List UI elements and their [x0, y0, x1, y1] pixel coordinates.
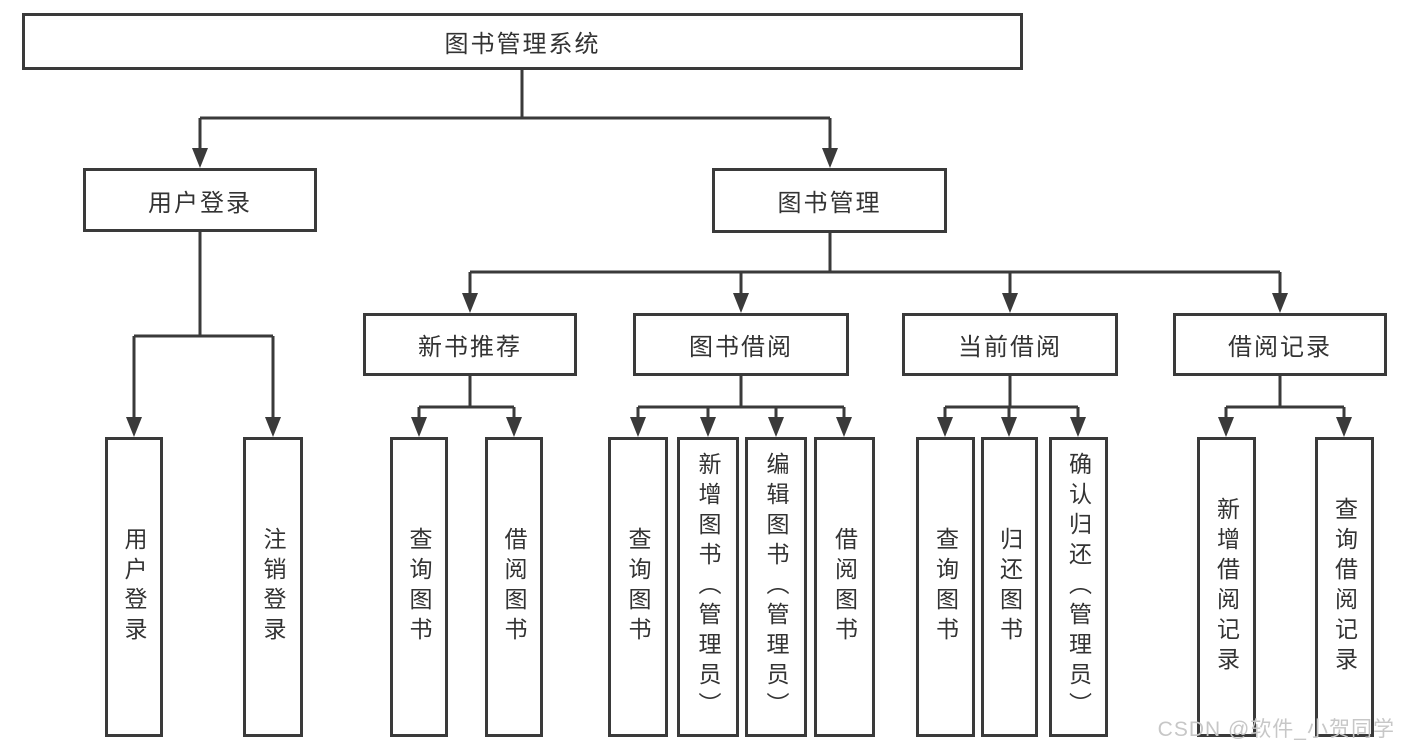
connector-line	[636, 376, 846, 425]
arrowhead-icon	[836, 417, 852, 437]
node-user-login-branch: 用户登录	[83, 168, 317, 232]
node-col-query-book-3: 查询图书	[916, 437, 975, 737]
arrowhead-icon	[462, 293, 478, 313]
connector-line	[1224, 376, 1346, 425]
arrowhead-icon	[1218, 417, 1234, 437]
node-col-user-login: 用户登录	[105, 437, 163, 737]
node-book-borrow: 图书借阅	[633, 313, 849, 376]
arrowhead-icon	[1070, 417, 1086, 437]
connector-line	[132, 232, 275, 425]
arrowhead-icon	[265, 417, 281, 437]
node-label: 借阅记录	[1228, 334, 1332, 361]
node-col-return-book: 归还图书	[981, 437, 1038, 737]
node-label: 新增图书（管理员）	[695, 452, 721, 722]
node-col-add-borrow-record: 新增借阅记录	[1197, 437, 1256, 737]
node-book-management: 图书管理	[712, 168, 947, 233]
node-label: 归还图书	[996, 527, 1023, 647]
arrowhead-icon	[1001, 417, 1017, 437]
arrowhead-icon	[1002, 293, 1018, 313]
node-col-add-book: 新增图书（管理员）	[677, 437, 739, 737]
arrowhead-icon	[192, 148, 208, 168]
connector-line	[468, 233, 1282, 301]
node-label: 确认归还（管理员）	[1065, 452, 1092, 722]
arrowhead-icon	[1272, 293, 1288, 313]
node-col-edit-book: 编辑图书（管理员）	[745, 437, 807, 737]
node-label: 新增借阅记录	[1213, 497, 1240, 677]
node-label: 注销登录	[260, 527, 286, 647]
watermark: CSDN @软件_小贺同学	[1157, 718, 1395, 741]
node-label: 查询图书	[932, 527, 959, 647]
arrowhead-icon	[126, 417, 142, 437]
node-new-book-recommend: 新书推荐	[363, 313, 577, 376]
node-label: 图书管理	[777, 190, 882, 217]
arrowhead-icon	[937, 417, 953, 437]
node-col-query-borrow-record: 查询借阅记录	[1315, 437, 1374, 737]
arrowhead-icon	[822, 148, 838, 168]
node-label: 新书推荐	[418, 334, 522, 361]
connector-line	[417, 376, 516, 425]
node-label: 查询图书	[406, 527, 432, 647]
node-current-borrow: 当前借阅	[902, 313, 1118, 376]
node-col-query-book-2: 查询图书	[608, 437, 668, 737]
connector-line	[198, 70, 832, 156]
node-label: 编辑图书（管理员）	[763, 452, 789, 722]
node-label: 借阅图书	[501, 527, 527, 647]
arrowhead-icon	[411, 417, 427, 437]
node-label: 用户登录	[121, 527, 147, 647]
node-col-confirm-return: 确认归还（管理员）	[1049, 437, 1108, 737]
node-label: 查询借阅记录	[1331, 497, 1358, 677]
arrowhead-icon	[700, 417, 716, 437]
arrowhead-icon	[1336, 417, 1352, 437]
node-col-logout: 注销登录	[243, 437, 303, 737]
node-label: 借阅图书	[831, 527, 858, 647]
arrowhead-icon	[506, 417, 522, 437]
node-root: 图书管理系统	[22, 13, 1023, 70]
node-col-borrow-book-1: 借阅图书	[485, 437, 543, 737]
node-borrow-records: 借阅记录	[1173, 313, 1387, 376]
node-label: 图书借阅	[689, 334, 793, 361]
node-label: 图书管理系统	[444, 31, 601, 58]
node-label: 当前借阅	[958, 334, 1062, 361]
arrowhead-icon	[630, 417, 646, 437]
node-label: 查询图书	[625, 527, 651, 647]
arrowhead-icon	[768, 417, 784, 437]
node-col-query-book-1: 查询图书	[390, 437, 448, 737]
node-col-borrow-book-2: 借阅图书	[814, 437, 875, 737]
connector-line	[943, 376, 1080, 425]
node-label: 用户登录	[148, 189, 252, 217]
arrowhead-icon	[733, 293, 749, 313]
